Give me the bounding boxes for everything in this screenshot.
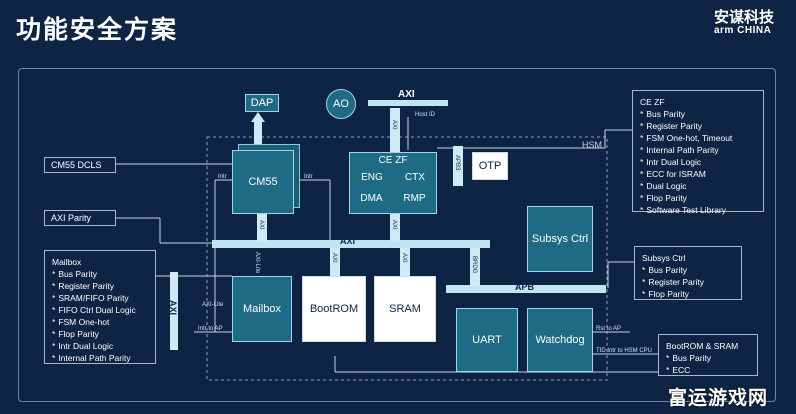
uart-block: UART	[456, 308, 518, 372]
list-item: *Intr Dual Logic	[52, 341, 114, 351]
list-item: *Internal Path Parity	[52, 353, 131, 363]
otp-block: OTP	[472, 152, 508, 180]
list-item: *Bus Parity	[642, 265, 688, 275]
apb-bus	[446, 285, 606, 293]
dap-block: DAP	[245, 94, 279, 112]
brdg-link-label: BRDG	[471, 256, 477, 274]
ctx-unit: CTX	[404, 172, 425, 183]
ao-cezf-link-label: AXI	[391, 120, 397, 130]
mailbox-block: Mailbox	[232, 276, 292, 342]
ce-zf-block: CE ZF ENG CTX DMA RMP	[349, 152, 437, 214]
cezf-axi-link	[390, 214, 400, 242]
axi-top-bus	[368, 100, 448, 106]
list-item: *Dual Logic	[640, 181, 687, 191]
cm55-axi-link-label: AXI	[258, 220, 264, 230]
list-item: *Flop Parity	[642, 289, 689, 299]
dma-unit: DMA	[360, 193, 383, 204]
apb-bus-label: APB	[515, 282, 535, 292]
apb3-link	[453, 146, 463, 186]
list-item: *Bus Parity	[640, 109, 686, 119]
intr-right-label: Intr	[304, 174, 313, 180]
watchdog-block: Watchdog	[527, 308, 593, 372]
bootrom-axi-link-label: AXI	[331, 253, 337, 263]
brand-logo-cn: 安谋科技	[714, 8, 775, 26]
axi-main-bus	[212, 240, 490, 248]
apb3-link-label: APB3	[454, 155, 460, 171]
cm55-block: CM55	[232, 150, 294, 214]
list-item: *Bus Parity	[52, 269, 98, 279]
axi-lite-label-2: AXI-Lite	[202, 302, 224, 308]
sram-axi-link-label: AXI	[401, 253, 407, 263]
cm55-axi-link	[257, 214, 267, 242]
list-item: *Register Parity	[52, 281, 115, 291]
list-item: *Flop Parity	[52, 329, 99, 339]
brdg-link	[470, 248, 480, 286]
list-item: *FSM One-hot, Timeout	[640, 133, 733, 143]
rst-to-ap-label: Rst to AP	[596, 326, 622, 332]
list-item: *Flop Parity	[640, 193, 687, 203]
list-item: *Register Parity	[640, 121, 703, 131]
sram-axi-link	[400, 248, 410, 276]
list-item: *Intr Dual Logic	[640, 157, 702, 167]
list-item: *Register Parity	[642, 277, 705, 287]
list-item: *Bus Parity	[666, 353, 712, 363]
list-item: *FIFO Ctrl Dual Logic	[52, 305, 136, 315]
mailbox-note: Mailbox *Bus Parity *Register Parity *SR…	[44, 250, 156, 364]
subsys-ctrl-block: Subsys Ctrl	[527, 206, 593, 272]
cm55-dcls-label: CM55 DCLS	[44, 157, 116, 173]
sram-block: SRAM	[374, 276, 436, 342]
list-item: *Internal Path Parity	[640, 145, 719, 155]
subsys-note: Subsys Ctrl *Bus Parity *Register Parity…	[634, 246, 742, 300]
tid-to-hsm-label: TID Intr to HSM CPU	[596, 348, 653, 354]
list-item: *SRAM/FIFO Parity	[52, 293, 129, 303]
diagram-frame	[18, 68, 776, 402]
axi-parity-label: AXI Parity	[44, 210, 116, 226]
ce-zf-note: CE ZF *Bus Parity *Register Parity *FSM …	[632, 90, 764, 215]
subsys-note-title: Subsys Ctrl	[642, 253, 686, 263]
axi-lite-label-1: AXI-Lite	[254, 252, 260, 274]
axi-left-bus	[170, 272, 178, 350]
cezf-axi-link-label: AXI	[391, 220, 397, 230]
bootrom-axi-link	[330, 248, 340, 276]
ce-zf-note-title: CE ZF	[640, 97, 665, 107]
list-item: *ECC for ISRAM	[640, 169, 706, 179]
rmp-unit: RMP	[403, 193, 426, 204]
mailbox-note-title: Mailbox	[52, 257, 82, 267]
page-title: 功能安全方案	[16, 15, 179, 44]
list-item: *Software Test Library	[640, 205, 726, 215]
host-id-label: Host ID	[415, 112, 436, 118]
axi-main-bus-label: AXI	[340, 236, 356, 246]
watermark: 富运游戏网	[668, 387, 769, 409]
bootrom-note: BootROM & SRAM *Bus Parity *ECC	[658, 334, 758, 376]
intr-left-label: Intr	[218, 174, 227, 180]
brand-logo-en: arm CHINA	[714, 25, 772, 36]
eng-unit: ENG	[361, 172, 383, 183]
list-item: *FSM One-hot	[52, 317, 110, 327]
bootrom-note-title: BootROM & SRAM	[666, 341, 739, 351]
ce-zf-title: CE ZF	[378, 155, 408, 166]
ao-block: AO	[326, 89, 356, 119]
ao-cezf-link	[390, 108, 400, 152]
axi-top-bus-label: AXI	[398, 89, 415, 100]
axi-left-bus-label: AXI	[168, 300, 178, 316]
intr-to-ap-label: Intr to AP	[198, 326, 223, 332]
hsm-label: HSM	[582, 140, 602, 150]
list-item: *ECC	[666, 365, 691, 375]
bootrom-block: BootROM	[302, 276, 366, 342]
